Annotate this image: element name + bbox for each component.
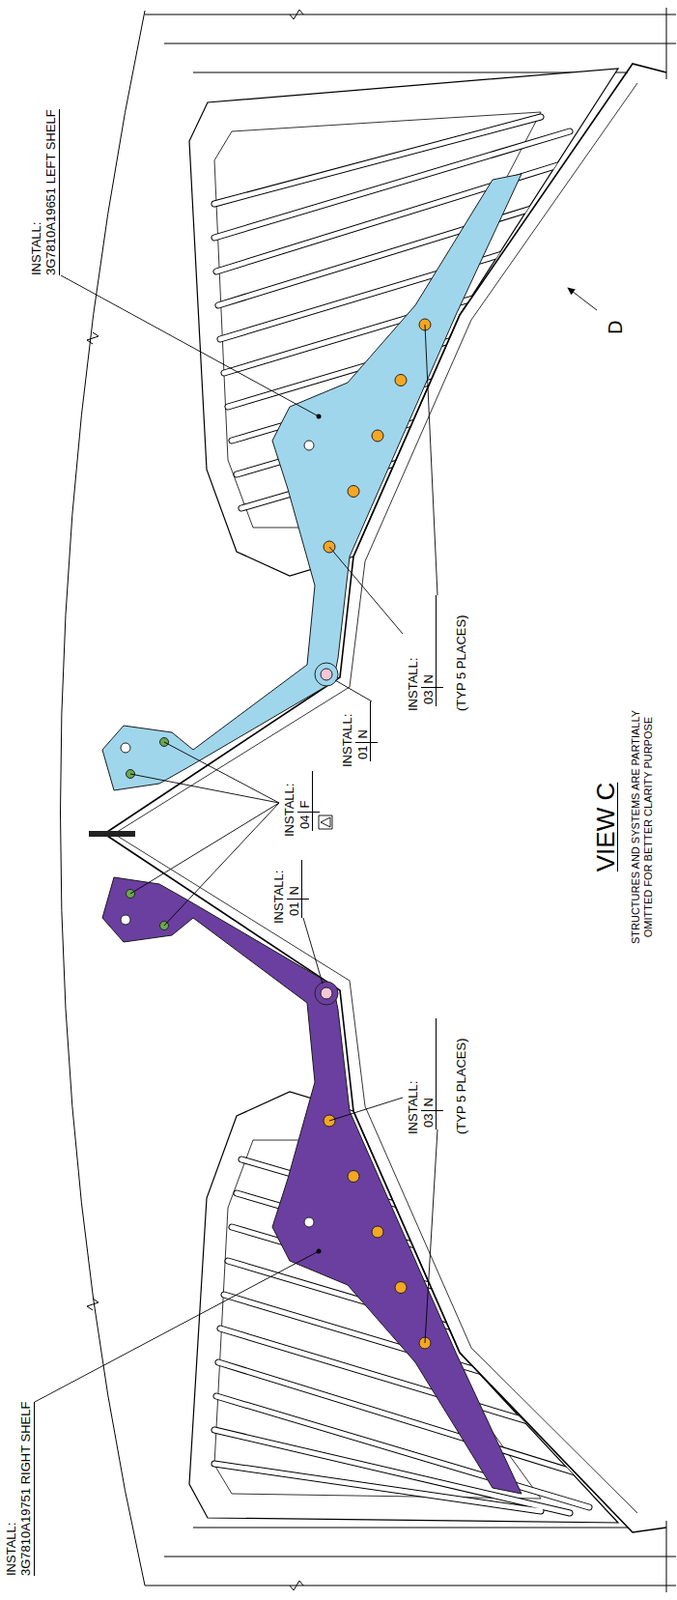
callout-text: INSTALL: <box>339 713 355 767</box>
view-title: VIEW C <box>591 782 621 872</box>
callout-number: 04 <box>297 811 312 831</box>
part-number: 3G7810A19651 LEFT SHELF <box>43 109 60 276</box>
callout-code: N <box>421 674 436 686</box>
callout-code: N <box>355 729 370 741</box>
callout-code: F <box>297 800 312 812</box>
callout-code: N <box>421 1097 436 1109</box>
callout-text: INSTALL: <box>405 1080 421 1134</box>
callout-symbol: 04F <box>297 770 313 831</box>
part-number: 3G7810A19751 RIGHT SHELF <box>18 1401 35 1576</box>
callout-text: (TYP 5 PLACES) <box>453 1038 469 1134</box>
callout-number: 03 <box>421 1109 436 1129</box>
callout-text: INSTALL: <box>271 870 286 924</box>
callout-symbol: 03N <box>421 1017 437 1129</box>
callout-number: 03 <box>421 686 436 706</box>
callout-text: INSTALL: <box>405 657 421 711</box>
callout-symbol: 01N <box>286 859 303 918</box>
callout-text: (TYP 5 PLACES) <box>453 615 469 711</box>
callout-code: N <box>286 885 302 898</box>
view-note: STRUCTURES AND SYSTEMS ARE PARTIALLY OMI… <box>629 686 655 967</box>
callout-text: INSTALL: <box>28 222 44 276</box>
callout-number: 01 <box>286 898 302 918</box>
callout-number: 01 <box>355 741 370 762</box>
callout-text: INSTALL: <box>3 1522 19 1576</box>
callout-symbol: 03N <box>421 594 437 706</box>
callout-text: INSTALL: <box>282 783 297 837</box>
callout-symbol: 01N <box>355 701 371 762</box>
view-direction-letter: D <box>604 320 626 335</box>
